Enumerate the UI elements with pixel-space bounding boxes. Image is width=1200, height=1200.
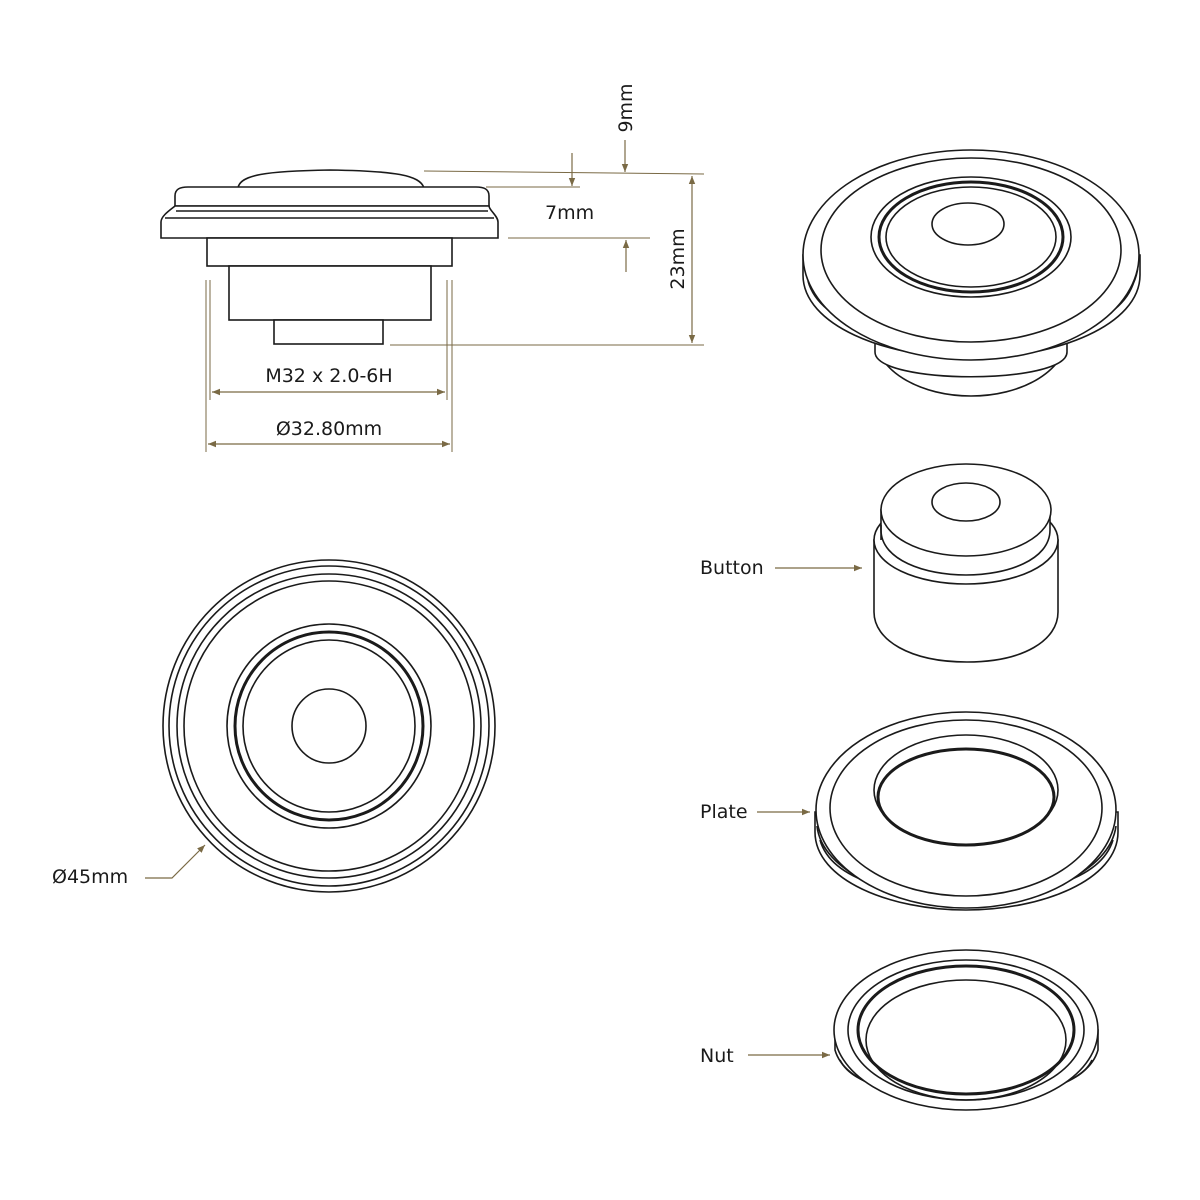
ext-top	[423, 170, 705, 175]
plate-diameter-label: Ø45mm	[52, 866, 128, 888]
dim-diameter-label: Ø32.80mm	[276, 418, 382, 440]
side-thread-body	[228, 265, 432, 321]
assembly-plate-inner-ring	[820, 157, 1122, 343]
side-plate-flange	[160, 205, 499, 239]
button-label: Button	[700, 557, 764, 579]
side-button-stem	[273, 319, 384, 345]
button-part	[873, 463, 1059, 663]
top-plate-ring-4	[183, 580, 475, 872]
top-plate-ring-2	[168, 565, 490, 887]
nut-part	[833, 949, 1099, 1111]
dim-23-label: 23mm	[667, 228, 689, 289]
assembly-plate-top	[802, 149, 1140, 361]
assembly-button-outer	[870, 176, 1072, 298]
top-plate-outer-ring	[162, 559, 496, 893]
nut-top	[833, 949, 1099, 1111]
plate-top	[815, 711, 1117, 909]
plate-hole-inner	[876, 747, 1056, 847]
assembly-button-center	[931, 202, 1005, 246]
top-button-center	[291, 688, 367, 764]
plate-label: Plate	[700, 801, 748, 823]
plate-diameter-leader	[145, 844, 206, 879]
top-view	[162, 559, 496, 893]
assembly-iso	[802, 149, 1141, 397]
plate-part	[814, 711, 1119, 911]
plate-diameter-callout: Ø45mm	[52, 844, 206, 888]
top-plate-ring-3	[176, 573, 482, 879]
side-view	[160, 169, 499, 345]
button-cap-top	[880, 463, 1052, 557]
dim-7-label: 7mm	[545, 202, 594, 224]
nut-callout: Nut	[700, 1045, 830, 1067]
plate-callout: Plate	[700, 801, 810, 823]
side-button-dome	[237, 169, 425, 189]
dimensions: 9mm 7mm 23mm M32 x 2.0-6H Ø32.80mm	[205, 83, 705, 452]
dim-thread-label: M32 x 2.0-6H	[265, 365, 392, 387]
button-callout: Button	[700, 557, 862, 579]
dim-9-label: 9mm	[615, 83, 637, 132]
top-button-ring-thick	[233, 630, 425, 822]
button-center	[931, 482, 1001, 522]
side-nut	[206, 237, 453, 267]
nut-inner	[865, 979, 1067, 1101]
top-button-outer-ring	[226, 623, 432, 829]
nut-thread-ring	[856, 964, 1076, 1096]
assembly-button-ring	[877, 180, 1065, 294]
plate-inner-ring	[829, 719, 1103, 897]
side-plate-top	[174, 186, 490, 207]
nut-label: Nut	[700, 1045, 734, 1067]
assembly-button-inner	[885, 186, 1057, 288]
top-button-ring-inner	[242, 639, 416, 813]
